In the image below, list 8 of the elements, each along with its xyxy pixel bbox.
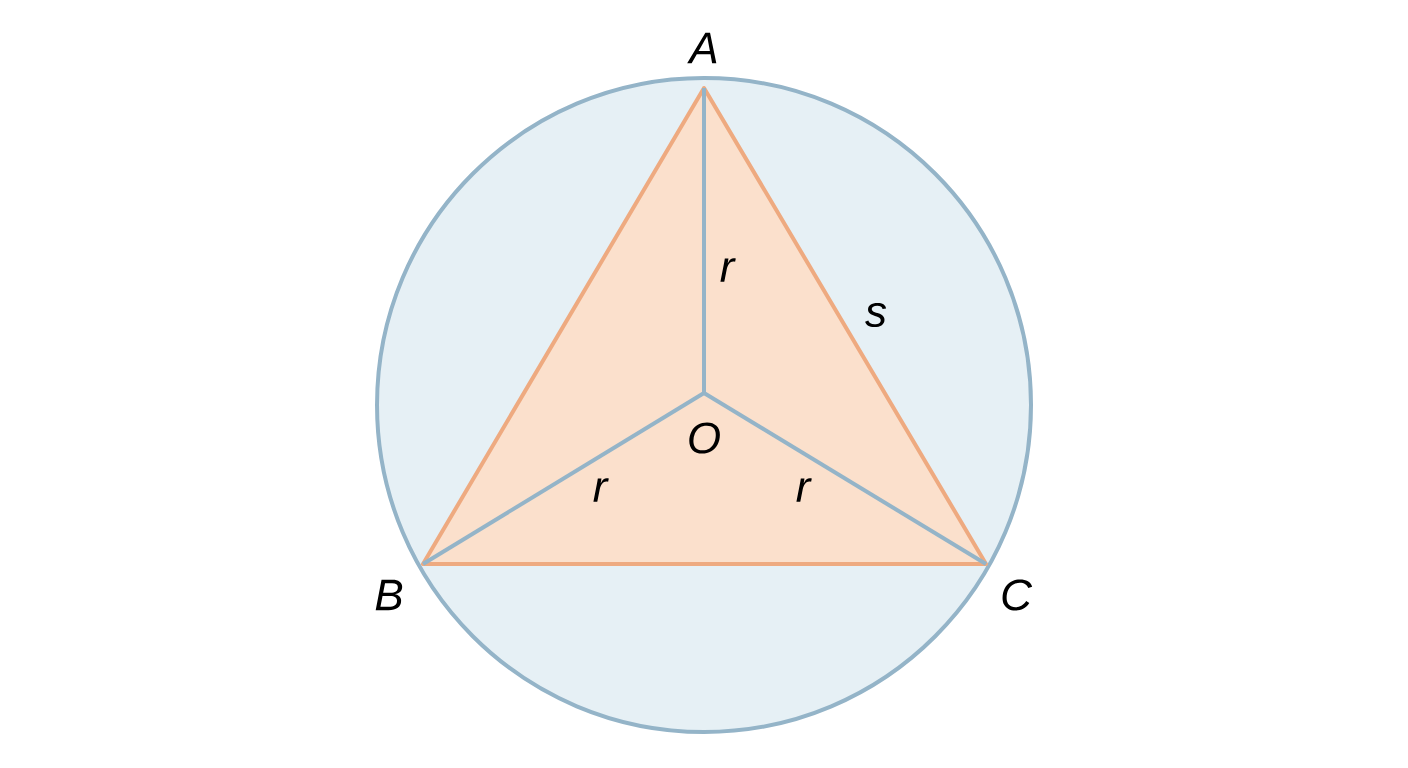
point-label: A — [687, 32, 717, 64]
point-label: r — [796, 478, 812, 502]
point-label: C — [1002, 579, 1033, 611]
point-label: B — [375, 579, 403, 611]
point-label: O — [689, 422, 720, 454]
point-label: r — [720, 258, 736, 282]
point-label: s — [865, 303, 887, 327]
point-label: r — [593, 478, 609, 502]
